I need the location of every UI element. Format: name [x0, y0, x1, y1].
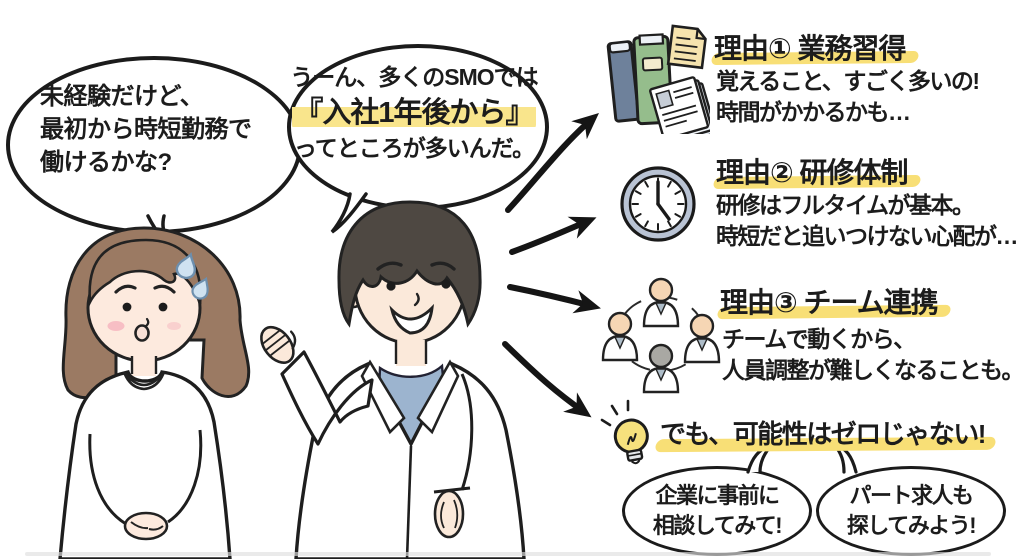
note-icon — [666, 24, 707, 70]
reason-1-title: 理由① 業務習得 — [714, 33, 906, 64]
team-member-icon — [601, 311, 639, 362]
doctor-bubble-line: ってところが多いんだ。 — [293, 135, 535, 161]
reason-2-body: 研修はフルタイムが基本。 時短だと追いつけない心配が… — [716, 192, 1019, 249]
team-circle-icon — [601, 277, 721, 394]
arrow-icon — [509, 216, 597, 255]
sweat-drops-icon — [175, 252, 209, 300]
woman-clasped-hands — [123, 511, 169, 541]
reason-1-body: 覚えること、すごく多いの! 時間がかかるかも… — [716, 68, 980, 125]
team-member-icon — [642, 277, 680, 328]
arrow-icon — [502, 341, 592, 418]
woman-bubble-line: 最初から時短勤務で — [40, 116, 252, 143]
lightbulb-icon — [600, 399, 649, 465]
team-member-icon — [642, 343, 680, 394]
doctor-hair — [337, 200, 482, 328]
doctor-bubble-line: うーん、多くのSMOでは — [290, 64, 538, 90]
reason-3-title: 理由③ チーム連携 — [720, 287, 939, 318]
doctor-bubble-highlight-line: 『入社1年後から』 — [287, 93, 541, 133]
arrow-icon — [505, 112, 599, 213]
doctor-raised-sleeve — [280, 350, 374, 446]
woman-collar — [122, 371, 166, 391]
smiling-man-in-lab-coat-illustration — [260, 200, 526, 559]
doctor-open-hand — [260, 325, 297, 364]
ground-shadow-line — [25, 552, 991, 556]
advice-bubble-consult: 企業に事前に 相談してみて! — [622, 466, 812, 556]
books-and-documents-icon — [606, 24, 710, 134]
doctor-bubble-tail — [330, 192, 368, 234]
doctor-bubble-text: うーん、多くのSMOでは 『入社1年後から』 ってところが多いんだ。 — [287, 62, 541, 164]
paper-stack-icon — [649, 76, 710, 134]
advice-bubble-part-time: パート求人も 探してみよう! — [816, 466, 1006, 556]
woman-open-mouth — [134, 324, 150, 342]
reason-2-title: 理由② 研修体制 — [716, 157, 908, 188]
arrow-icon — [507, 284, 601, 314]
woman-blouse — [58, 370, 232, 559]
clock-icon — [620, 166, 696, 242]
doctor-smile — [389, 303, 435, 335]
worried-woman-illustration — [58, 226, 251, 559]
woman-bubble-line: 未経験だけど、 — [40, 83, 204, 110]
woman-bubble-text: 未経験だけど、 最初から時短勤務で 働けるかな? — [40, 80, 252, 179]
woman-speech-bubble — [6, 56, 302, 234]
team-member-icon — [683, 313, 721, 364]
woman-bubble-line: 働けるかな? — [40, 149, 172, 176]
reason-3-body: チームで動くから、 人員調整が難しくなることも。 — [722, 326, 1024, 383]
highlighted-text: 『入社1年後から』 — [292, 97, 536, 129]
blue-book-icon — [606, 40, 641, 123]
conclusion-title: でも、可能性はゼロじゃない! — [660, 419, 986, 449]
